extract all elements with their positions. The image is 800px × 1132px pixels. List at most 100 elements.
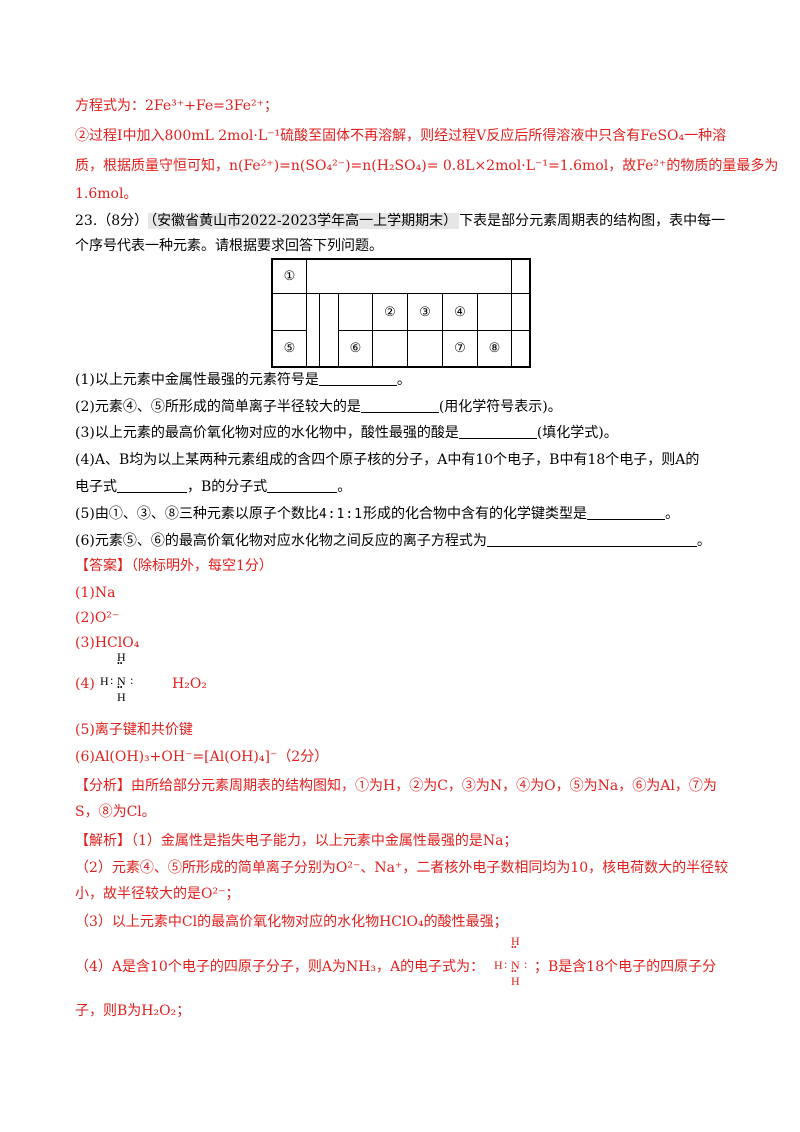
lewis-dots-bottom: •• [117, 683, 123, 692]
lewis-pair-right: : [130, 673, 134, 687]
answer-4: (4) [75, 674, 735, 694]
prev-mass-conservation: 质，根据质量守恒可知，n(Fe²⁺)=n(SO₄²⁻)=n(H₂SO₄)= 0.… [75, 158, 779, 174]
analysis-line-1: 【分析】由所给部分元素周期表的结构图知，①为H，②为C，③为N，④为O，⑤为Na… [75, 776, 735, 796]
lewis-pair-left: : [110, 673, 114, 687]
q5-text: (5)由①、③、⑧三种元素以原子个数比 [75, 506, 319, 522]
subquestion-6: (6)元素⑤、⑥的最高价氧化物对应水化物之间反应的离子方程式为 。 [75, 531, 735, 551]
subquestion-5: (5)由①、③、⑧三种元素以原子个数比4:1:1形成的化合物中含有的化学键类型是… [75, 504, 735, 525]
q5-end: 。 [664, 506, 679, 522]
q3-text: (3)以上元素的最高价氧化物对应的水化物中，酸性最强的酸是 [75, 425, 459, 441]
question-header: 23.（8分）（安徽省黄山市2022-2023学年高一上学期期末）下表是部分元素… [75, 211, 735, 231]
answer-6-score: （2分） [277, 749, 329, 765]
analysis-label: 【分析】 [75, 778, 131, 794]
solution-line-1: 【解析】（1）金属性是指失电子能力，以上元素中金属性最强的是Na； [75, 831, 735, 851]
cell-1: ① [272, 259, 307, 294]
subquestion-3: (3)以上元素的最高价氧化物对应的水化物中，酸性最强的酸是 (填化学式)。 [75, 423, 735, 443]
answer-1: (1)Na [75, 585, 116, 601]
q4-blank-a[interactable] [117, 478, 187, 493]
q4-label-b: ，B的分子式 [187, 479, 268, 495]
prev-result: 1.6mol。 [75, 186, 138, 202]
lewis2-dots-top: •• [511, 943, 517, 952]
cell-5: ⑤ [272, 330, 307, 367]
answer-3: (3)HClO₄ [75, 635, 140, 651]
subquestion-1: (1)以上元素中金属性最强的元素符号是 。 [75, 370, 735, 390]
analysis-text-1: 由所给部分元素周期表的结构图知，①为H，②为C，③为N，④为O，⑤为Na，⑥为A… [131, 778, 717, 794]
lewis2-h-left: H [494, 958, 503, 972]
q6-text: (6)元素⑤、⑥的最高价氧化物对应水化物之间反应的离子方程式为 [75, 533, 487, 549]
question-intro: 下表是部分元素周期表的结构图，表中每一 [459, 213, 726, 229]
q2-blank[interactable] [360, 398, 439, 413]
lewis2-dots-bottom: •• [511, 967, 517, 976]
q2-end: (用化学符号表示)。 [438, 399, 562, 415]
prev-equation: 方程式为：2Fe³⁺+Fe=3Fe²⁺； [75, 98, 278, 114]
q6-blank[interactable] [486, 532, 697, 547]
q1-text: (1)以上元素中金属性最强的元素符号是 [75, 372, 319, 388]
cell-transition-gap [319, 293, 339, 367]
cell-top-span [306, 259, 512, 294]
question-score: （8分） [97, 213, 149, 229]
cell-top-right [511, 259, 530, 294]
cell-row3-col9 [511, 330, 530, 367]
answer-note: （除标明外，每空1分） [131, 558, 273, 574]
analysis-line-2: S，⑧为Cl。 [75, 804, 156, 820]
answer-5: (5)离子键和共价键 [75, 722, 193, 738]
cell-row3-col6 [407, 330, 443, 367]
cell-8: ⑧ [477, 330, 512, 367]
question-source: （安徽省黄山市2022-2023学年高一上学期期末） [148, 213, 460, 229]
solution-line-4: （3）以上元素中Cl的最高价氧化物对应的水化物HClO₄的酸性最强； [75, 914, 508, 930]
lewis2-pair-right: : [524, 957, 528, 971]
q1-blank[interactable] [318, 371, 397, 386]
lewis-h-bottom: H [117, 690, 126, 704]
periodic-table: ① ② ③ ④ ⑤ ⑥ ⑦ ⑧ [271, 258, 531, 368]
lewis-h-top: H [117, 650, 126, 664]
cell-2: ② [372, 293, 408, 331]
q4-end: 。 [337, 479, 352, 495]
lewis2-h-top: H [511, 934, 520, 948]
q2-text: (2)元素④、⑤所形成的简单离子半径较大的是 [75, 399, 361, 415]
cell-row2-col1 [272, 293, 307, 331]
cell-3: ③ [407, 293, 443, 331]
lewis-n: N [117, 674, 126, 688]
answer-2: (2)O²⁻ [75, 610, 120, 626]
question-intro-2: 个序号代表一种元素。请根据要求回答下列问题。 [75, 238, 383, 254]
cell-row2-col3 [338, 293, 373, 331]
q1-end: 。 [396, 372, 411, 388]
cell-4: ④ [442, 293, 478, 331]
cell-7: ⑦ [442, 330, 478, 367]
solution-line-3: 小，故半径较大的是O²⁻； [75, 886, 240, 902]
q3-end: (填化学式)。 [536, 425, 618, 441]
q5-ratio: 4:1:1 [318, 507, 363, 522]
cell-row2-col9 [511, 293, 530, 331]
prev-process-text: ②过程Ⅰ中加入800mL 2mol·L⁻¹硫酸至固体不再溶解，则经过程Ⅴ反应后所… [75, 128, 727, 144]
lewis2-n: N [511, 958, 520, 972]
cell-row2-col8 [477, 293, 512, 331]
lewis-dots-top: •• [117, 659, 123, 668]
q5-text-b: 形成的化合物中含有的化学键类型是 [362, 506, 587, 522]
q4-label-a: 电子式 [75, 479, 117, 495]
answer-header: 【答案】（除标明外，每空1分） [75, 556, 735, 576]
subquestion-4-cont: 电子式 ，B的分子式 。 [75, 477, 735, 497]
cell-row3-col5 [372, 330, 408, 367]
cell-row2-col2 [306, 293, 320, 367]
solution-text-1: （1）金属性是指失电子能力，以上元素中金属性最强的是Na； [131, 833, 518, 849]
answer-6: (6)Al(OH)₃+OH⁻=[Al(OH)₄]⁻（2分） [75, 747, 735, 767]
solution-line-2: （2）元素④、⑤所形成的简单离子分别为O²⁻、Na⁺，二者核外电子数相同均为10… [75, 860, 729, 876]
solution-line-5a: （4）A是含10个电子的四原子分子，则A为NH₃，A的电子式为： [75, 959, 485, 975]
lewis-structure-nh3-solution: H •• H : N : •• H [494, 934, 544, 988]
q6-end: 。 [696, 533, 711, 549]
solution-line-6: 子，则B为H₂O₂； [75, 1003, 191, 1019]
question-number: 23. [75, 213, 98, 229]
cell-6: ⑥ [338, 330, 373, 367]
lewis-structure-nh3-answer: H •• H : N : •• H [100, 650, 160, 704]
answer-label: 【答案】 [75, 558, 131, 574]
q4-blank-b[interactable] [267, 478, 338, 493]
solution-line-5b: ；B是含18个电子的四原子分 [534, 959, 717, 975]
subquestion-4: (4)A、B均为以上某两种元素组成的含四个原子核的分子，A中有10个电子，B中有… [75, 452, 700, 468]
lewis2-h-bottom: H [511, 974, 520, 988]
answer-6-equation: (6)Al(OH)₃+OH⁻=[Al(OH)₄]⁻ [75, 749, 278, 765]
q5-blank[interactable] [586, 505, 665, 520]
q3-blank[interactable] [458, 424, 537, 439]
answer-4-label: (4) [75, 676, 95, 692]
subquestion-2: (2)元素④、⑤所形成的简单离子半径较大的是 (用化学符号表示)。 [75, 397, 735, 417]
